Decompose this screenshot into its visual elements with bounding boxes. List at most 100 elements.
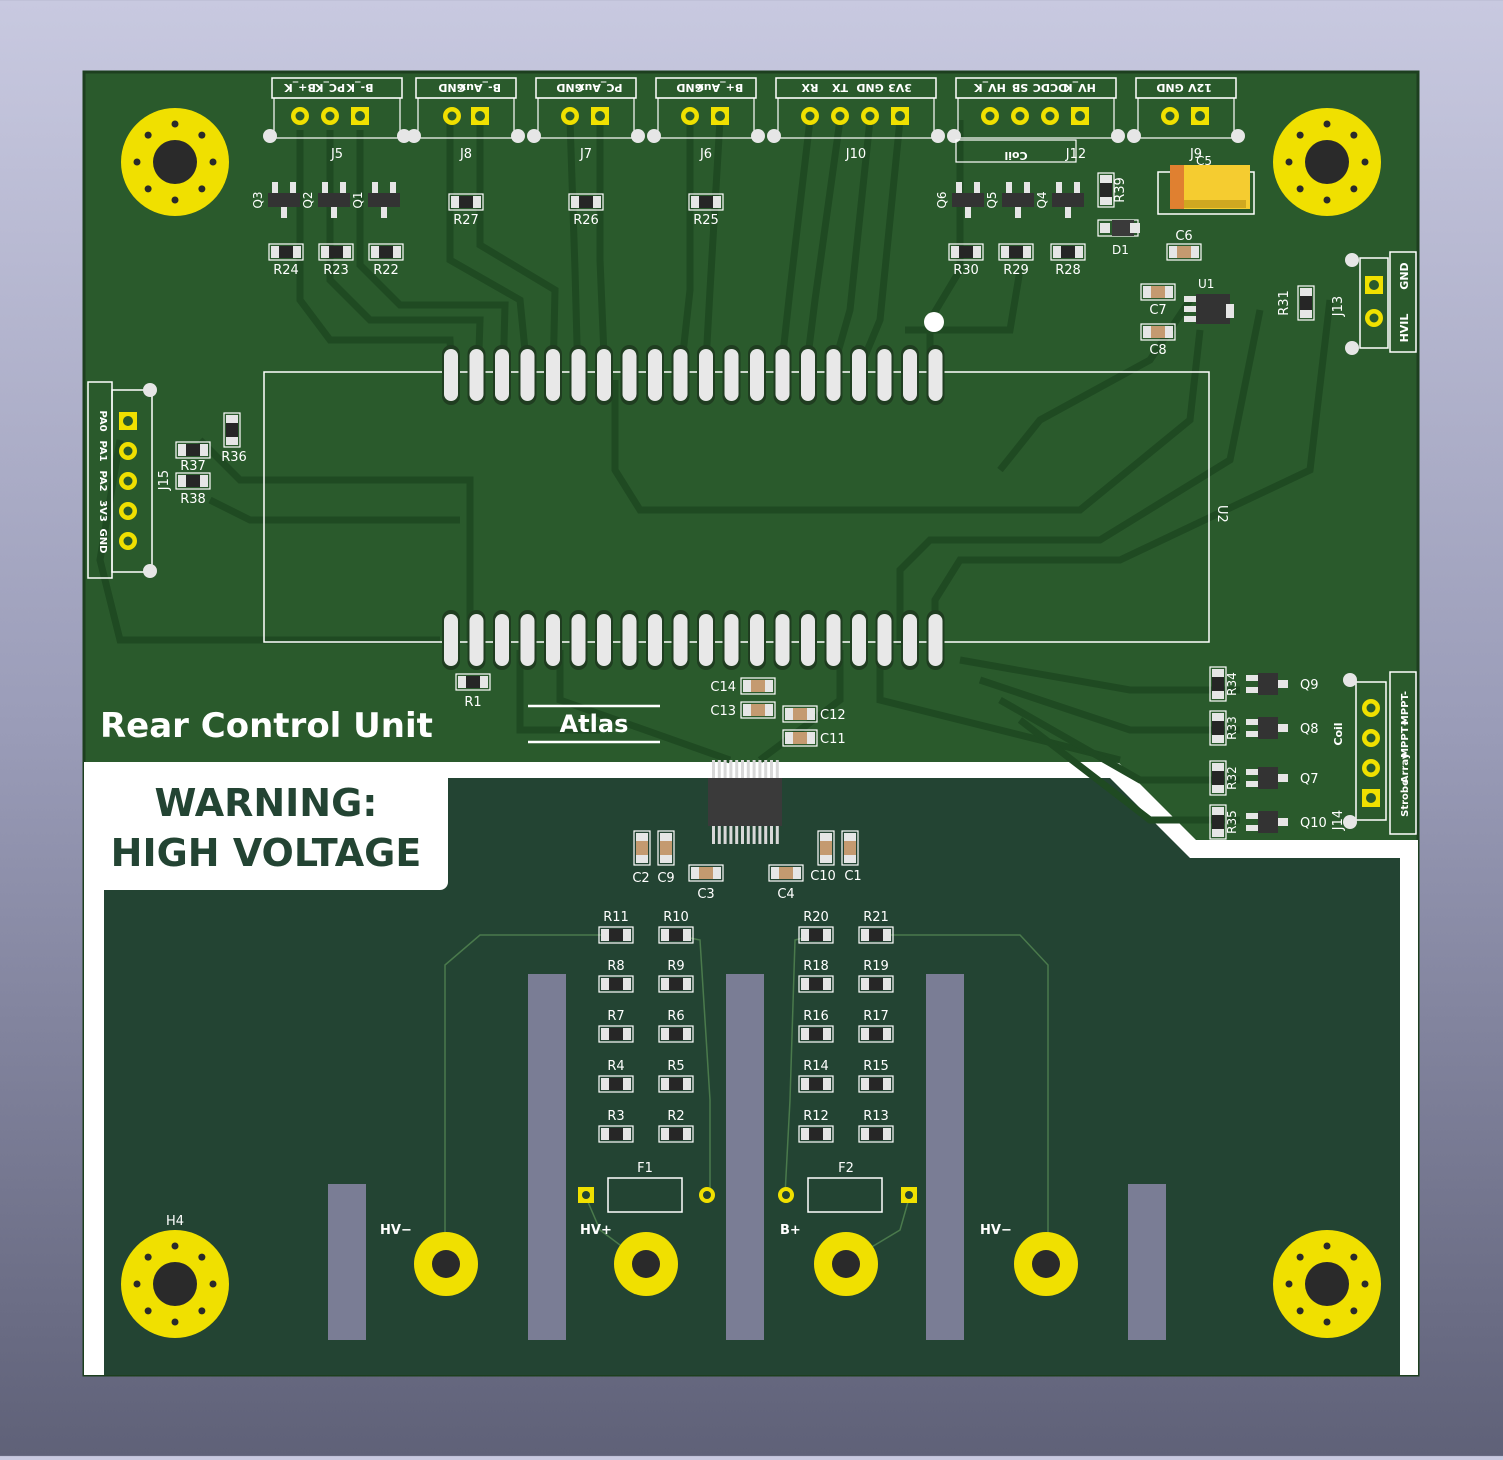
label-r9: R9 xyxy=(667,959,684,974)
label-r37: R37 xyxy=(180,459,206,474)
u2-pin xyxy=(495,614,509,666)
label-r33: R33 xyxy=(1225,716,1239,740)
label-r3: R3 xyxy=(607,1109,624,1124)
u2-pin xyxy=(520,349,535,401)
label-r14: R14 xyxy=(803,1059,829,1074)
u2-pin xyxy=(622,349,637,401)
hv-clearance-bars xyxy=(328,974,1166,1340)
label-q7: Q7 xyxy=(1300,772,1319,787)
u2-pin xyxy=(928,614,943,666)
j14-pin-mppt: MPPT- xyxy=(1400,691,1411,725)
u2-pin xyxy=(903,614,917,666)
label-r4: R4 xyxy=(607,1059,624,1074)
u2-pin-row-top xyxy=(442,345,945,405)
label-r17: R17 xyxy=(863,1009,889,1024)
u2-pin xyxy=(826,614,841,666)
label-r25: R25 xyxy=(693,213,719,228)
j14-pin-strobe: Strobe xyxy=(1400,779,1411,817)
u2-pin xyxy=(750,614,764,666)
u2-pin xyxy=(622,614,637,666)
label-r7: R7 xyxy=(607,1009,624,1024)
j15-label: J15 xyxy=(157,470,172,491)
u2-pin xyxy=(699,614,713,666)
u2-pin xyxy=(648,614,662,666)
u2-pin xyxy=(648,349,662,401)
u2-pin xyxy=(597,349,611,401)
u2-pin xyxy=(699,349,713,401)
label-r26: R26 xyxy=(573,213,599,228)
u2-pin xyxy=(673,614,688,666)
u2-pin xyxy=(801,349,815,401)
j15-pin-3v3: 3V3 xyxy=(97,500,108,522)
u2-pin xyxy=(852,614,866,666)
label-q6: Q6 xyxy=(935,191,949,208)
hole-label-h4: H4 xyxy=(166,1214,184,1229)
label-r34: R34 xyxy=(1225,672,1239,696)
label-r5: R5 xyxy=(667,1059,684,1074)
label-c13: C13 xyxy=(710,704,736,719)
label-r15: R15 xyxy=(863,1059,889,1074)
label-r31: R31 xyxy=(1277,290,1292,316)
pin-label-gnd: GND xyxy=(676,81,703,94)
u2-pin xyxy=(520,614,535,666)
hv-traces xyxy=(444,934,1049,1261)
j13-label: J13 xyxy=(1331,296,1346,317)
j13-pin-hvil: HVIL xyxy=(1398,314,1411,343)
u1-regulator: U1 xyxy=(1184,277,1234,324)
u2-pin-row-bottom xyxy=(442,610,945,670)
label-r38: R38 xyxy=(180,492,206,507)
j14-sublabel: Coil xyxy=(1332,722,1345,745)
mounting-holes xyxy=(121,108,1381,1338)
label-q5: Q5 xyxy=(985,191,999,208)
c5-label: C5 xyxy=(1196,154,1212,168)
d1-diode: D1 xyxy=(1097,219,1140,257)
pin-label-dcdc: DCDC xyxy=(1033,81,1067,94)
u2-pin xyxy=(546,614,560,666)
f1-label: F1 xyxy=(637,1161,653,1176)
label-r10: R10 xyxy=(663,910,689,925)
f2-label: F2 xyxy=(838,1161,854,1176)
label-j7: J7 xyxy=(579,147,592,162)
label-r29: R29 xyxy=(1003,263,1029,278)
pin-label-b-k: B-_K xyxy=(346,81,373,94)
terminal-label-2: HV+ xyxy=(580,1223,612,1238)
u2-pin xyxy=(801,614,815,666)
fuse-f2: F2 xyxy=(778,1161,917,1213)
j15-pin-pa1: PA1 xyxy=(97,440,108,461)
label-r12: R12 xyxy=(803,1109,829,1124)
atlas-logo: Atlas xyxy=(560,710,629,738)
label-r1: R1 xyxy=(464,695,481,710)
terminal-label-3: B+ xyxy=(780,1223,801,1238)
u2-pin xyxy=(469,614,484,666)
label-r18: R18 xyxy=(803,959,829,974)
j14-pin-mppt: MPPT+ xyxy=(1400,718,1411,758)
j13-pin-gnd: GND xyxy=(1398,262,1411,289)
u2-pin xyxy=(750,349,764,401)
pin-label-b-aux: B+_Aux xyxy=(697,81,744,94)
pin-label-hv-k: HV_K xyxy=(974,81,1006,94)
u2-pin xyxy=(571,614,586,666)
warning-line1: WARNING: xyxy=(154,781,377,825)
label-coil: Coil xyxy=(1004,149,1027,162)
label-r11: R11 xyxy=(603,910,629,925)
label-r36: R36 xyxy=(221,450,247,465)
label-c12: C12 xyxy=(820,708,846,723)
u2-pin xyxy=(775,349,790,401)
u2-pin xyxy=(877,349,892,401)
fuse-f1: F1 xyxy=(578,1161,715,1213)
label-r13: R13 xyxy=(863,1109,889,1124)
u2-pin xyxy=(444,614,458,666)
u2-pin xyxy=(597,614,611,666)
pin-label-3v3: 3V3 xyxy=(888,81,912,94)
c5-tantalum-cap: C5 xyxy=(1157,154,1255,215)
label-q8: Q8 xyxy=(1300,722,1319,737)
pin-label-hv-k: HV_K xyxy=(1064,81,1096,94)
pin-label-sb: SB xyxy=(1012,81,1028,94)
label-r21: R21 xyxy=(863,910,889,925)
pin-label-12v: 12V xyxy=(1188,81,1212,94)
u2-pin xyxy=(928,349,943,401)
